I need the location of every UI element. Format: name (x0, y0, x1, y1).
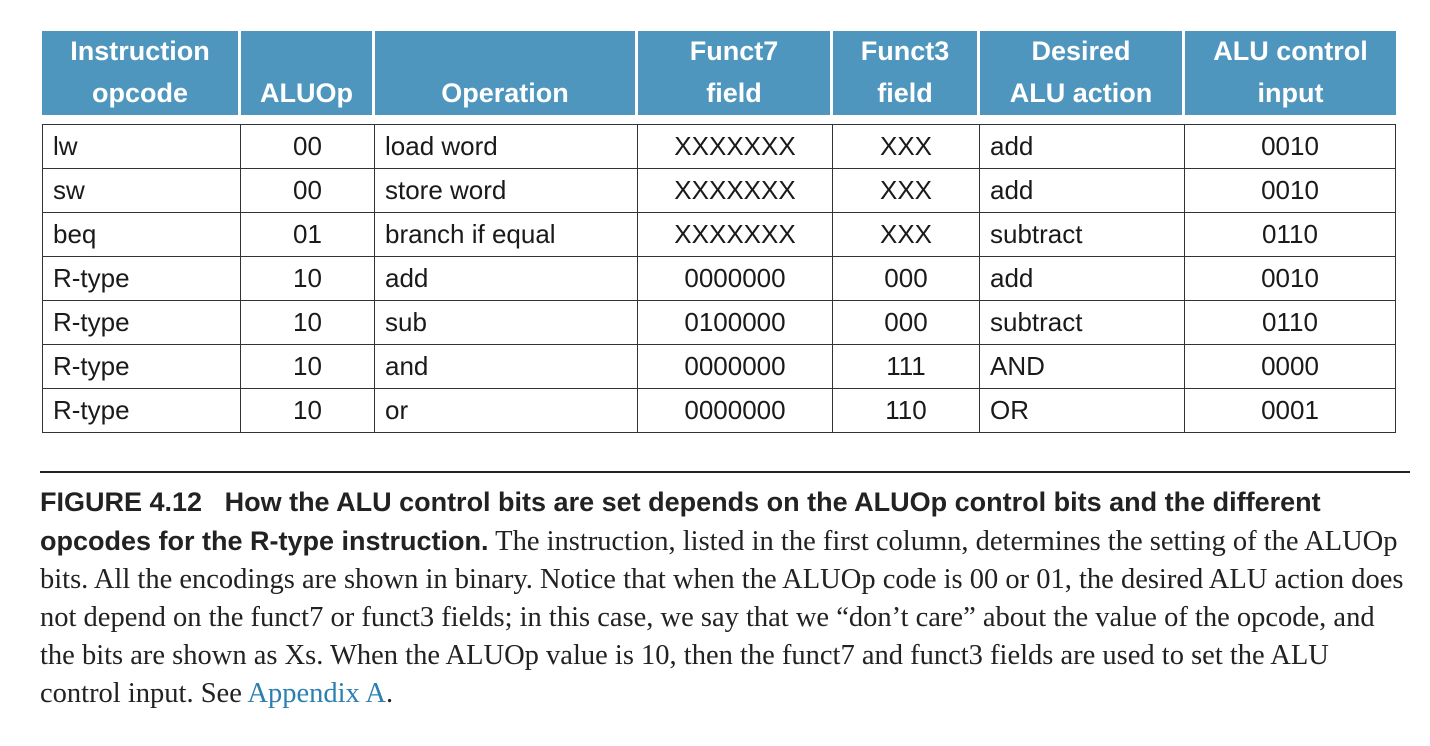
table-row: R-type 10 or 0000000 110 OR 0001 (42, 389, 1396, 433)
header-funct3-field: Funct3 field (833, 31, 980, 115)
figure-caption: FIGURE 4.12 How the ALU control bits are… (40, 483, 1415, 713)
cell-funct3: XXX (833, 124, 980, 169)
alu-control-table: Instruction opcode ALUOp Operation Funct… (42, 31, 1396, 433)
cell-funct7: 0000000 (638, 389, 833, 433)
cell-alu-action: add (980, 257, 1185, 301)
cell-funct7: XXXXXXX (638, 213, 833, 257)
cell-funct3: XXX (833, 169, 980, 213)
cell-operation: branch if equal (375, 213, 638, 257)
header-line: Funct3 (860, 36, 950, 66)
cell-funct3: 110 (833, 389, 980, 433)
cell-funct7: 0000000 (638, 345, 833, 389)
header-row: Instruction opcode ALUOp Operation Funct… (42, 31, 1396, 115)
gap-cell (42, 115, 1396, 124)
header-line: opcode (91, 78, 188, 108)
cell-alu-action: subtract (980, 301, 1185, 345)
cell-alu-action: OR (980, 389, 1185, 433)
header-line: field (877, 78, 933, 108)
cell-operation: sub (375, 301, 638, 345)
cell-funct7: 0100000 (638, 301, 833, 345)
table-row: beq 01 branch if equal XXXXXXX XXX subtr… (42, 213, 1396, 257)
cell-opcode: R-type (42, 301, 241, 345)
cell-alu-control-input: 0010 (1185, 257, 1396, 301)
cell-alu-action: add (980, 169, 1185, 213)
cell-aluop: 10 (241, 389, 375, 433)
cell-alu-control-input: 0001 (1185, 389, 1396, 433)
cell-alu-action: AND (980, 345, 1185, 389)
cell-operation: add (375, 257, 638, 301)
appendix-link[interactable]: Appendix A (247, 678, 386, 709)
header-gap (42, 115, 1396, 124)
cell-alu-control-input: 0110 (1185, 301, 1396, 345)
cell-alu-action: add (980, 124, 1185, 169)
header-line: Operation (441, 78, 569, 108)
cell-alu-control-input: 0000 (1185, 345, 1396, 389)
cell-funct3: 000 (833, 301, 980, 345)
cell-operation: or (375, 389, 638, 433)
header-funct7-field: Funct7 field (638, 31, 833, 115)
header-line: input (1257, 78, 1324, 108)
header-instruction-opcode: Instruction opcode (42, 31, 241, 115)
table-row: sw 00 store word XXXXXXX XXX add 0010 (42, 169, 1396, 213)
alu-control-table-container: Instruction opcode ALUOp Operation Funct… (42, 31, 1396, 433)
cell-funct7: XXXXXXX (638, 169, 833, 213)
cell-alu-control-input: 0110 (1185, 213, 1396, 257)
header-line: ALUOp (260, 78, 353, 108)
cell-aluop: 10 (241, 301, 375, 345)
cell-aluop: 01 (241, 213, 375, 257)
header-aluop: ALUOp (241, 31, 375, 115)
cell-aluop: 10 (241, 257, 375, 301)
cell-funct7: 0000000 (638, 257, 833, 301)
cell-opcode: lw (42, 124, 241, 169)
cell-alu-control-input: 0010 (1185, 124, 1396, 169)
header-line: Desired (1031, 36, 1131, 66)
cell-opcode: R-type (42, 389, 241, 433)
cell-opcode: beq (42, 213, 241, 257)
cell-operation: store word (375, 169, 638, 213)
cell-funct3: 000 (833, 257, 980, 301)
cell-aluop: 00 (241, 169, 375, 213)
cell-opcode: sw (42, 169, 241, 213)
header-alu-control-input: ALU control input (1185, 31, 1396, 115)
figure-title: How the ALU control bits are set depends… (40, 487, 1321, 556)
header-line: ALU action (1009, 78, 1153, 108)
caption-end: . (385, 678, 394, 709)
figure-label: FIGURE 4.12 (40, 487, 203, 517)
cell-alu-action: subtract (980, 213, 1185, 257)
cell-funct3: 111 (833, 345, 980, 389)
header-line: field (706, 78, 762, 108)
cell-opcode: R-type (42, 345, 241, 389)
cell-aluop: 10 (241, 345, 375, 389)
cell-aluop: 00 (241, 124, 375, 169)
figure-body: The instruction, listed in the first col… (40, 526, 1404, 709)
cell-operation: and (375, 345, 638, 389)
header-desired-alu-action: Desired ALU action (980, 31, 1185, 115)
cell-funct7: XXXXXXX (638, 124, 833, 169)
cell-opcode: R-type (42, 257, 241, 301)
cell-funct3: XXX (833, 213, 980, 257)
caption-divider (40, 471, 1410, 473)
table-row: R-type 10 and 0000000 111 AND 0000 (42, 345, 1396, 389)
header-line: Instruction (70, 36, 210, 66)
header-line: ALU control (1213, 36, 1368, 66)
header-line: Funct7 (689, 36, 779, 66)
header-operation: Operation (375, 31, 638, 115)
table-row: R-type 10 sub 0100000 000 subtract 0110 (42, 301, 1396, 345)
cell-alu-control-input: 0010 (1185, 169, 1396, 213)
table-row: R-type 10 add 0000000 000 add 0010 (42, 257, 1396, 301)
cell-operation: load word (375, 124, 638, 169)
table-row: lw 00 load word XXXXXXX XXX add 0010 (42, 124, 1396, 169)
